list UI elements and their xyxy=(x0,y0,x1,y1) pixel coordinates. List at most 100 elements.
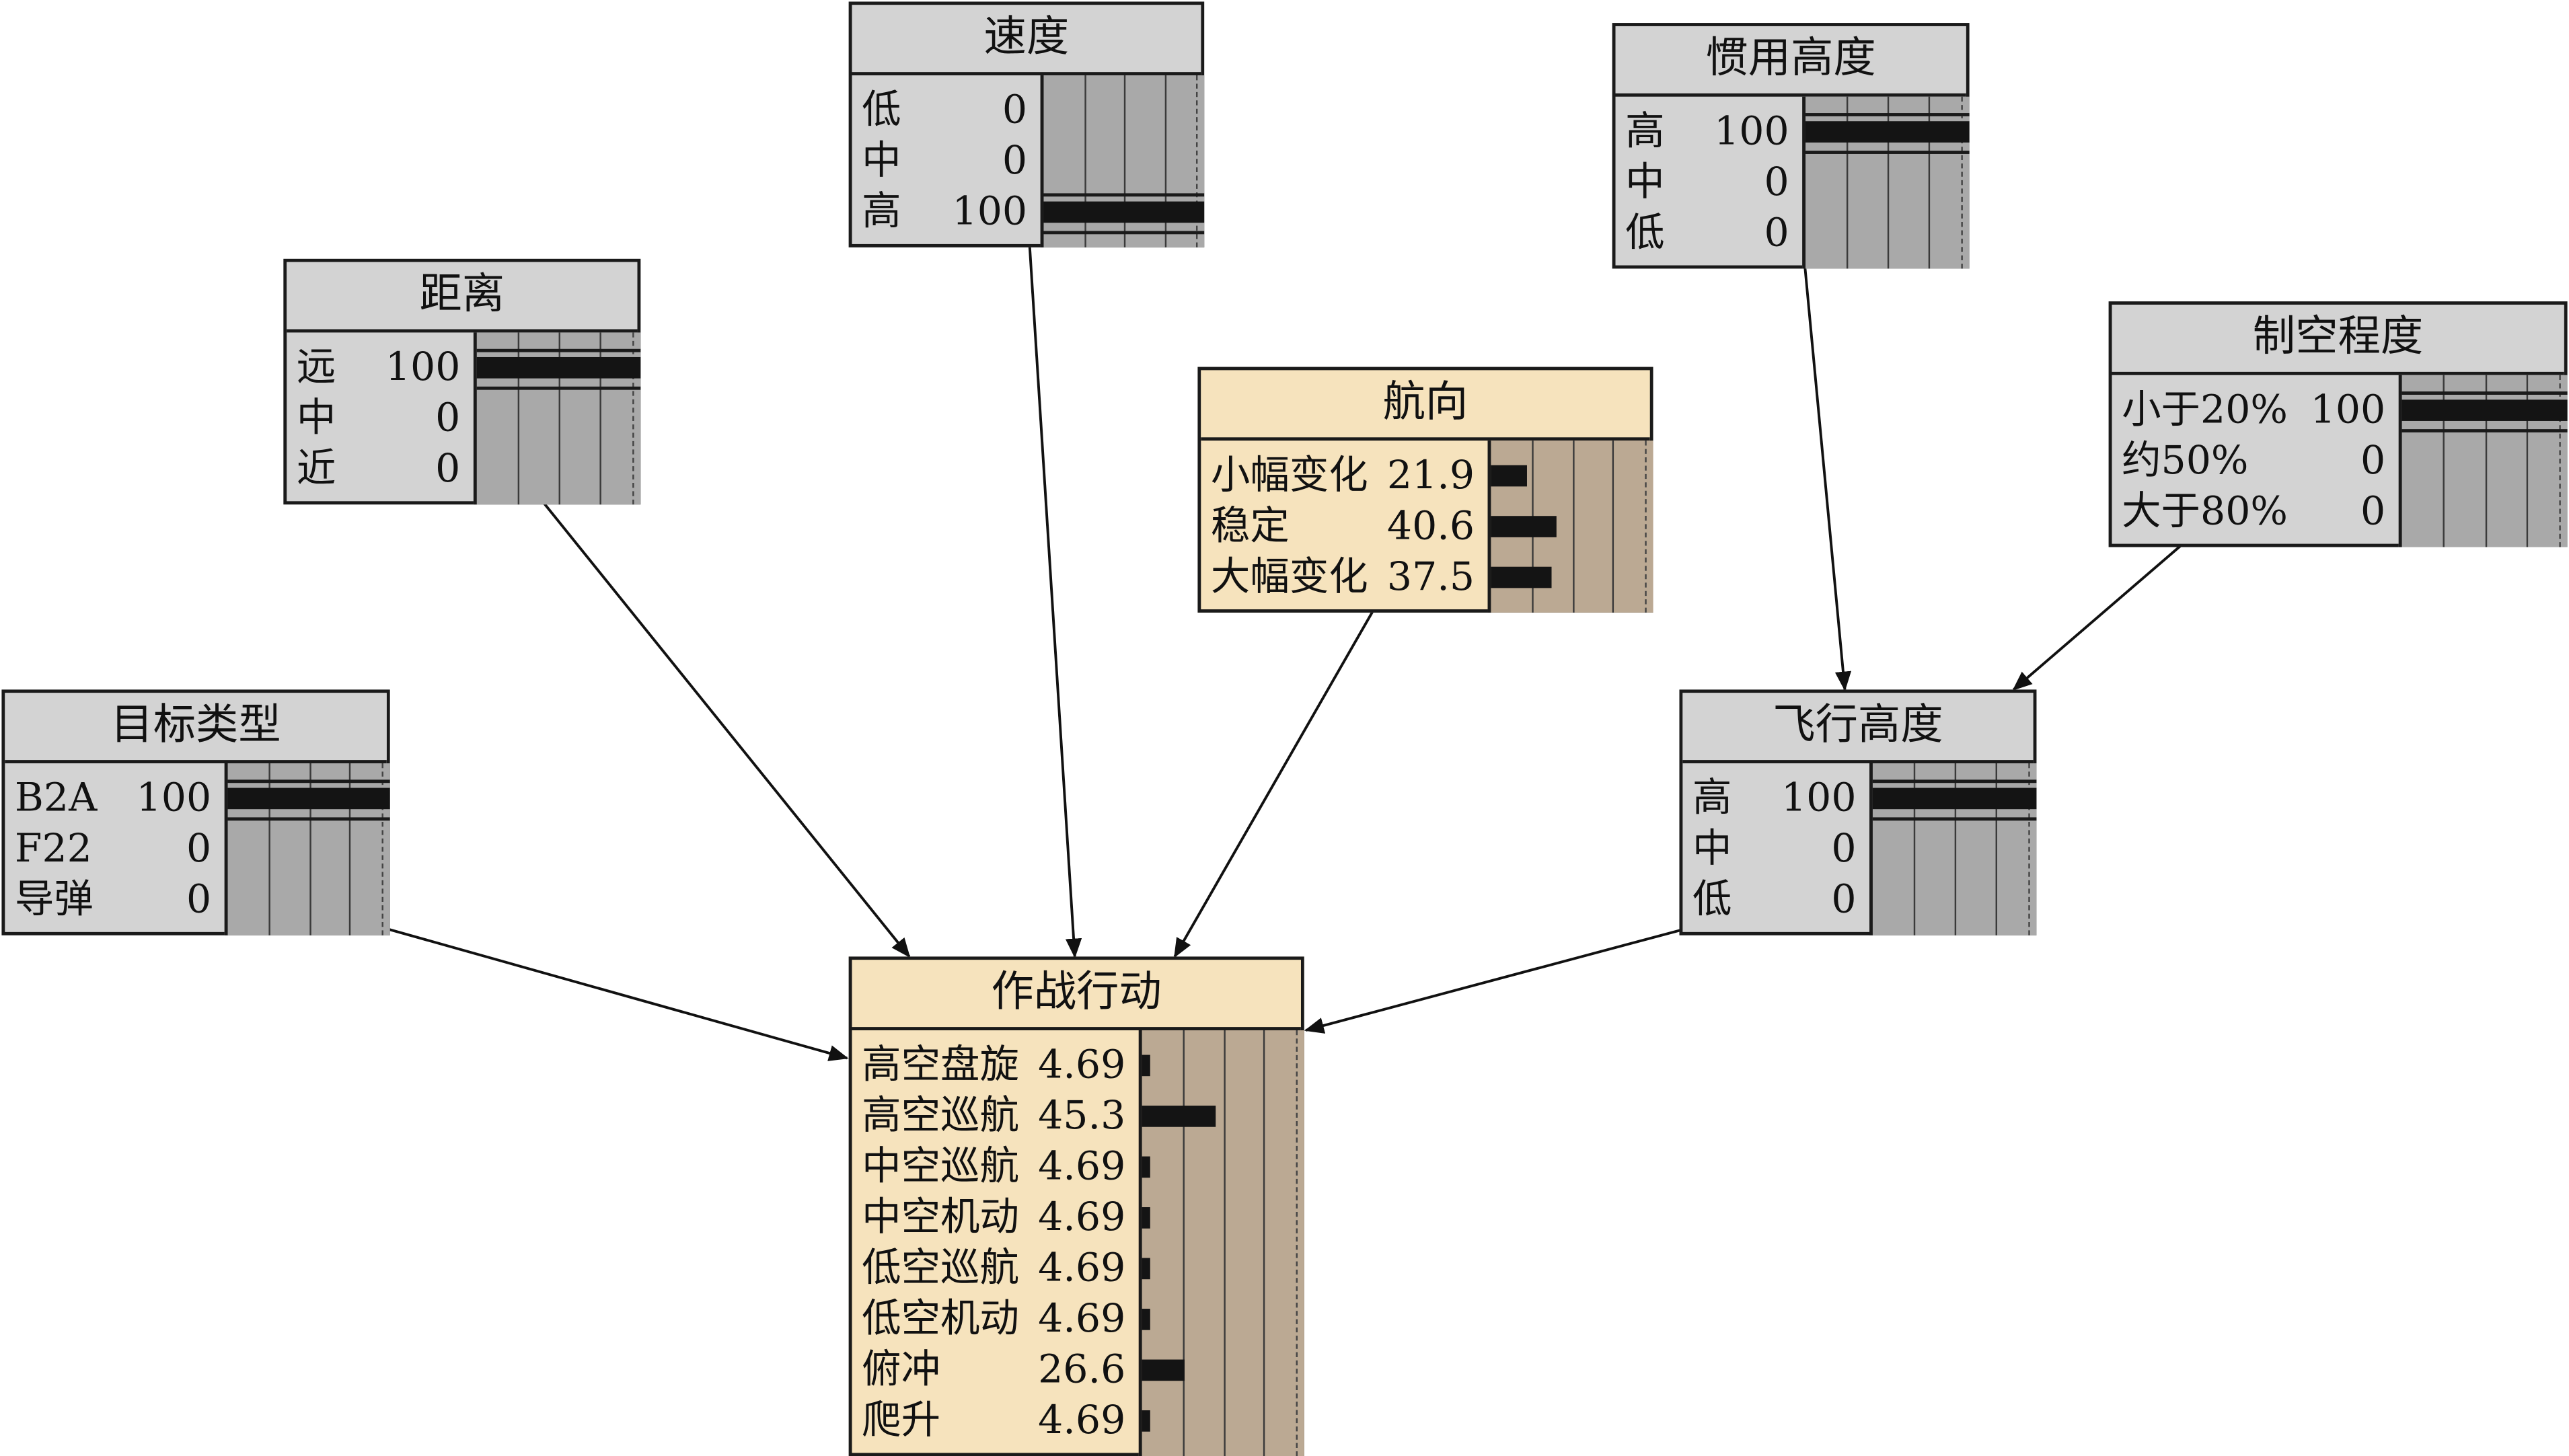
state-probability: 0 xyxy=(186,876,212,923)
belief-bar-area xyxy=(473,332,641,505)
belief-band xyxy=(1872,817,2037,821)
belief-gridline xyxy=(309,763,311,935)
state-probability: 0 xyxy=(1764,159,1789,205)
belief-bar xyxy=(1142,1207,1150,1229)
belief-gridline xyxy=(599,332,601,505)
state-row[interactable]: 小于20%100 xyxy=(2112,385,2564,436)
node-title: 目标类型 xyxy=(5,693,387,763)
belief-gridline xyxy=(2559,375,2561,547)
belief-band xyxy=(227,779,390,783)
edge-arrow xyxy=(2012,536,2192,691)
belief-bar xyxy=(227,788,390,810)
state-label: 低空巡航 xyxy=(862,1245,1019,1291)
belief-gridline xyxy=(1573,440,1575,613)
state-label: 中 xyxy=(1625,159,1665,205)
belief-band xyxy=(1872,779,2037,783)
belief-bar-area xyxy=(2398,375,2568,547)
state-probability: 100 xyxy=(952,188,1028,235)
state-probability: 40.6 xyxy=(1386,502,1475,549)
state-label: 中空巡航 xyxy=(862,1143,1019,1190)
belief-gridline xyxy=(1954,763,1957,935)
state-probability: 4.69 xyxy=(1038,1194,1126,1240)
belief-gridline xyxy=(348,763,351,935)
node-title: 制空程度 xyxy=(2112,305,2564,375)
state-label: 低 xyxy=(862,87,901,133)
state-row[interactable]: 大于80%0 xyxy=(2112,486,2564,537)
state-label: B2A xyxy=(14,775,98,821)
belief-bar xyxy=(1142,1156,1150,1178)
state-label: 俯冲 xyxy=(862,1346,941,1393)
belief-gridline xyxy=(381,763,383,935)
belief-bar xyxy=(476,356,641,379)
belief-bar xyxy=(1043,201,1205,223)
state-probability: 0 xyxy=(1831,825,1857,872)
state-probability: 0 xyxy=(435,394,461,441)
state-probability: 26.6 xyxy=(1038,1346,1126,1393)
state-probability: 0 xyxy=(2360,437,2386,484)
edge-arrow xyxy=(1304,927,1686,1034)
belief-band xyxy=(2402,429,2568,432)
belief-bar xyxy=(1872,788,2037,810)
belief-bar xyxy=(1142,1309,1150,1330)
state-probability: 45.3 xyxy=(1038,1092,1126,1139)
edge-arrow xyxy=(1173,599,1381,958)
state-probability: 100 xyxy=(385,344,461,390)
state-row[interactable]: 中空机动 4.69 xyxy=(852,1192,1301,1243)
state-label: 中 xyxy=(1692,825,1732,872)
state-label: 远 xyxy=(296,344,336,390)
state-probability: 0 xyxy=(1002,137,1028,184)
state-row[interactable]: 约50%0 xyxy=(2112,436,2564,487)
state-label: 高空盘旋 xyxy=(862,1042,1019,1088)
state-label: 中空机动 xyxy=(862,1194,1019,1240)
belief-bar-area xyxy=(1040,75,1205,247)
state-probability: 37.5 xyxy=(1386,553,1475,600)
state-probability: 4.69 xyxy=(1038,1397,1126,1443)
belief-gridline xyxy=(1928,96,1931,269)
belief-gridline xyxy=(1913,763,1916,935)
state-label: 小于20% xyxy=(2122,386,2288,432)
state-row[interactable]: 俯冲 26.6 xyxy=(852,1345,1301,1396)
state-probability: 0 xyxy=(186,825,212,872)
belief-gridline xyxy=(1183,1030,1185,1456)
belief-gridline xyxy=(2028,763,2030,935)
state-row[interactable]: 远 100 xyxy=(287,342,637,393)
state-probability: 0 xyxy=(1764,209,1789,256)
belief-band xyxy=(1805,113,1970,116)
